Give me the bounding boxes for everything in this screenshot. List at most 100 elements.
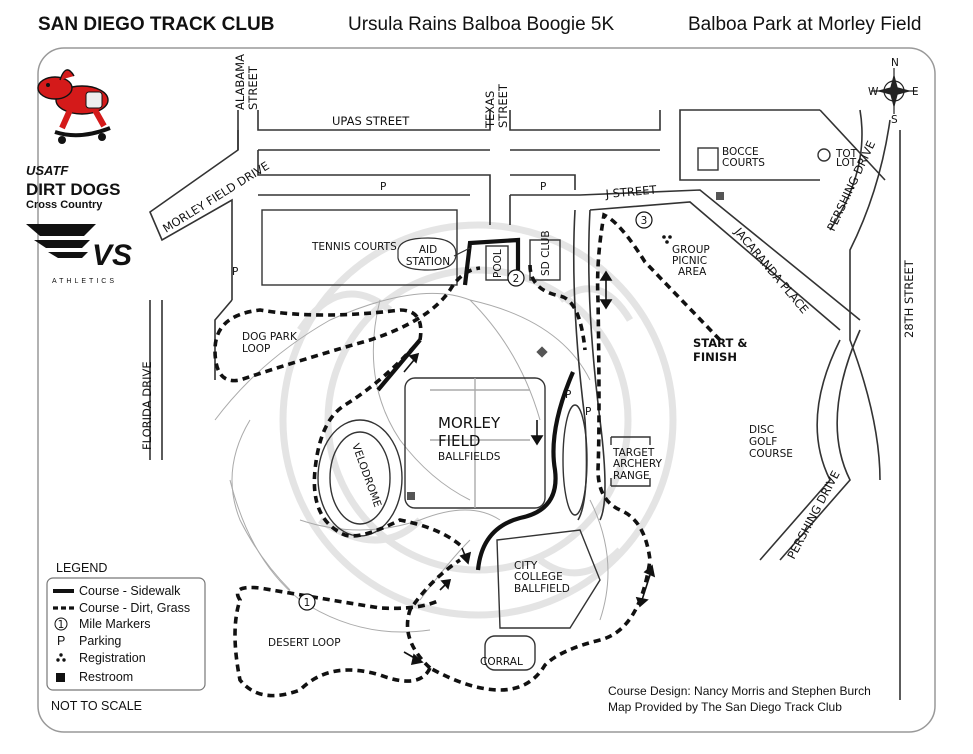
- dog-park-label-2: LOOP: [242, 343, 270, 355]
- mile-marker-3: 3: [641, 215, 648, 227]
- picnic-label-1: GROUP: [672, 244, 710, 256]
- legend-registration-icon: [56, 653, 66, 662]
- mile-marker-1: 1: [304, 597, 311, 609]
- picnic-label-2: PICNIC: [672, 255, 707, 267]
- athletics-logo: ATHLETICS: [52, 278, 117, 285]
- park-paths: [214, 292, 609, 633]
- archery-range-bracket: [610, 436, 651, 487]
- legend-parking-symbol: P: [57, 634, 65, 648]
- tot-lot-label-1: TOT: [835, 148, 858, 160]
- ballfields-label: BALLFIELDS: [438, 451, 501, 463]
- corral-area: [484, 635, 536, 671]
- disc-golf-label-3: COURSE: [749, 448, 793, 460]
- street-texas-1: TEXAS: [483, 91, 497, 129]
- map-frame: [37, 47, 936, 733]
- dirt-dog-mascot-icon: [37, 69, 111, 144]
- legend-title: LEGEND: [56, 561, 107, 575]
- desert-loop-label: DESERT LOOP: [268, 637, 341, 649]
- bocce-courts: [697, 147, 719, 171]
- sd-club-building: [529, 239, 561, 281]
- street-network: [149, 109, 901, 700]
- tot-lot-label-2: LOT: [836, 157, 857, 169]
- bocce-label-2: COURTS: [722, 157, 765, 169]
- parking-p: P: [585, 406, 591, 418]
- vs-logo-text: VS: [92, 239, 132, 272]
- not-to-scale: NOT TO SCALE: [51, 699, 142, 713]
- dirt-dogs-logo: DIRT DOGS: [26, 180, 120, 199]
- aid-station-label-2: STATION: [406, 256, 450, 268]
- restroom-icon: [407, 492, 415, 500]
- legend-item-restroom: Restroom: [79, 670, 133, 684]
- city-college-ballfield: [496, 529, 601, 629]
- vs-logo-icon: [26, 224, 96, 258]
- parking-p: P: [565, 389, 571, 401]
- club-title: SAN DIEGO TRACK CLUB: [38, 14, 275, 35]
- compass-n: N: [891, 57, 899, 69]
- parking-island: [562, 404, 588, 516]
- tennis-courts: [261, 209, 458, 286]
- city-college-label-1: CITY: [514, 560, 538, 572]
- parking-p: P: [540, 181, 546, 193]
- start-finish-label-2: FINISH: [693, 350, 737, 364]
- street-j: J STREET: [604, 183, 658, 202]
- usatf-logo: USATF: [26, 163, 69, 178]
- aid-station-bubble: [397, 237, 457, 271]
- restroom-icon: [536, 346, 548, 358]
- legend-mile-symbol: 1: [58, 619, 65, 631]
- legend-box: [46, 577, 206, 691]
- buildings: [261, 147, 831, 671]
- legend-item-sidewalk: Course - Sidewalk: [79, 584, 181, 598]
- direction-arrows: [403, 270, 656, 666]
- disc-golf-label-1: DISC: [749, 424, 774, 436]
- pool-label: POOL: [492, 249, 504, 278]
- registration-icon: [662, 235, 672, 244]
- legend-restroom-icon: [56, 673, 65, 682]
- legend-mile-swatch: [54, 617, 68, 631]
- morley-field-label-1: MORLEY: [438, 414, 501, 432]
- street-pershing-bottom: PERSHING DRIVE: [784, 468, 842, 561]
- street-alabama-1: ALABAMA: [233, 54, 247, 110]
- street-texas-2: STREET: [496, 83, 510, 128]
- street-upas: UPAS STREET: [332, 114, 410, 128]
- bocce-label-1: BOCCE: [722, 146, 759, 158]
- street-morley-field-drive: MORLEY FIELD DRIVE: [160, 159, 272, 236]
- mile-marker-2: 2: [513, 273, 520, 285]
- street-alabama-2: STREET: [246, 65, 260, 110]
- city-college-label-3: BALLFIELD: [514, 583, 570, 595]
- restroom-icon: [716, 192, 724, 200]
- credit-design: Course Design: Nancy Morris and Stephen …: [608, 684, 871, 698]
- corral-label: CORRAL: [480, 656, 523, 668]
- compass-e: E: [912, 86, 919, 98]
- legend-item-parking: Parking: [79, 634, 121, 648]
- parking-labels: P P P P P: [232, 181, 591, 418]
- course-dirt-grass: [213, 212, 722, 698]
- location-title: Balboa Park at Morley Field: [688, 14, 922, 35]
- tennis-courts-label: TENNIS COURTS: [311, 241, 397, 253]
- pool-building: [485, 245, 509, 281]
- mile-markers: 1 2 3: [298, 211, 653, 611]
- sd-club-label: SD CLUB: [540, 230, 552, 276]
- street-28th: 28TH STREET: [902, 259, 916, 338]
- legend-item-mile: Mile Markers: [79, 617, 151, 631]
- aid-station-label-1: AID: [419, 244, 437, 256]
- street-florida: FLORIDA DRIVE: [140, 361, 154, 450]
- archery-label-1: TARGET: [612, 447, 655, 459]
- start-finish-label-1: START &: [693, 336, 747, 350]
- archery-label-3: RANGE: [613, 470, 650, 482]
- velodrome-inner: [329, 431, 391, 525]
- compass-s: S: [891, 114, 898, 126]
- parking-p: P: [232, 266, 238, 278]
- compass-w: W: [868, 86, 879, 98]
- compass-icon: [871, 68, 917, 114]
- disc-golf-label-2: GOLF: [749, 436, 777, 448]
- picnic-label-3: AREA: [678, 266, 707, 278]
- tot-lot-circle: [817, 148, 831, 162]
- city-college-label-2: COLLEGE: [514, 571, 563, 583]
- course-sidewalk: [376, 237, 575, 571]
- legend-item-dirt: Course - Dirt, Grass: [79, 601, 190, 615]
- archery-label-2: ARCHERY: [613, 458, 662, 470]
- dog-park-label-1: DOG PARK: [242, 331, 298, 343]
- cross-country-logo: Cross Country: [26, 199, 103, 211]
- morley-field-label-2: FIELD: [438, 432, 480, 450]
